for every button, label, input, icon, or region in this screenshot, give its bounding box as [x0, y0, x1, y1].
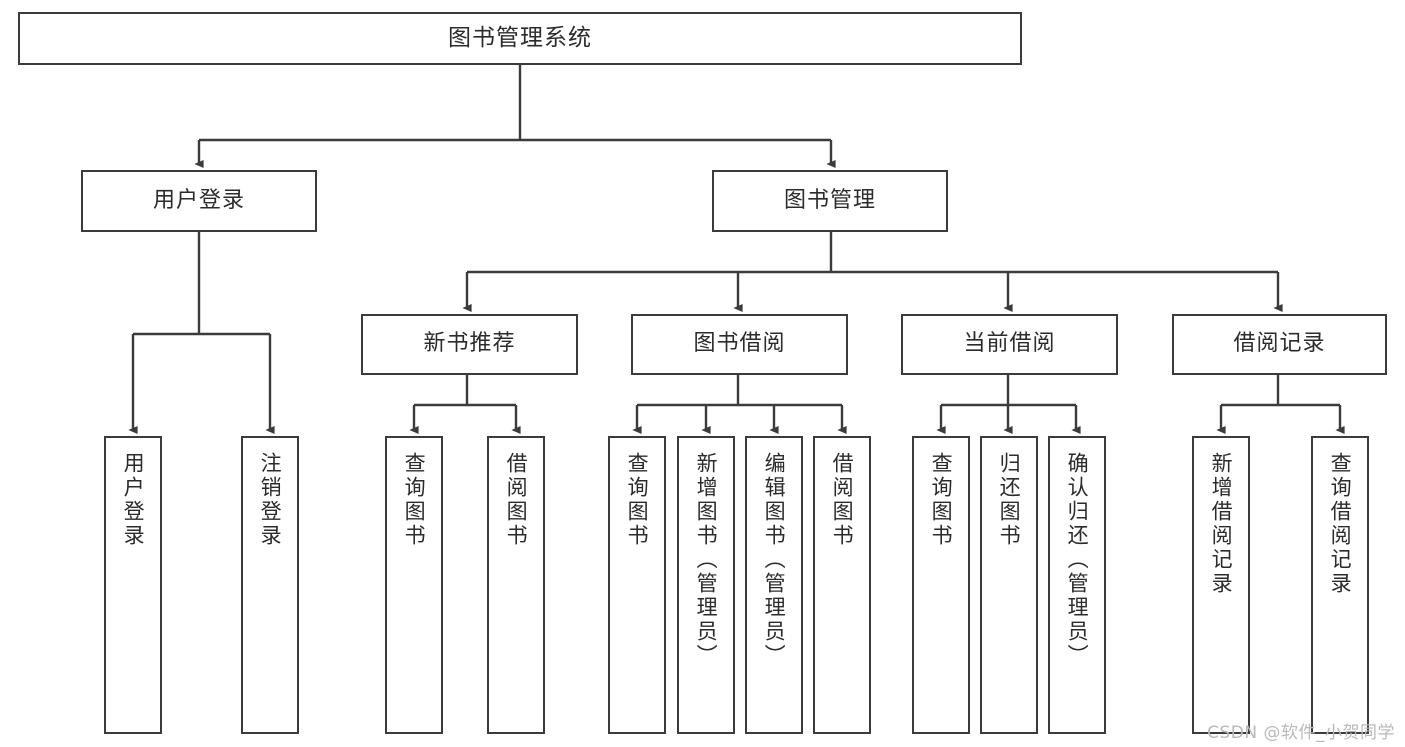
- node-borrow-record[interactable]: 借阅记录: [1172, 314, 1387, 375]
- node-label: 借阅记录: [1233, 331, 1326, 357]
- node-label: 新增图书（管理员）: [694, 452, 719, 668]
- leaf-user-login[interactable]: 用户登录: [104, 436, 162, 734]
- node-label: 当前借阅: [963, 331, 1056, 357]
- leaf-add-book-admin[interactable]: 新增图书（管理员）: [677, 436, 735, 734]
- node-label: 用户登录: [152, 187, 245, 213]
- node-book-management[interactable]: 图书管理: [712, 170, 948, 232]
- node-label: 归还图书: [997, 452, 1022, 548]
- csdn-watermark: CSDN @软件_小贺同学: [1207, 723, 1395, 743]
- node-root-system[interactable]: 图书管理系统: [18, 12, 1022, 65]
- node-label: 编辑图书（管理员）: [762, 452, 787, 668]
- node-label: 新增借阅记录: [1209, 452, 1234, 596]
- leaf-borrow-book-new[interactable]: 借阅图书: [487, 436, 545, 734]
- node-label: 注销登录: [258, 452, 283, 548]
- leaf-borrow-book[interactable]: 借阅图书: [813, 436, 871, 734]
- leaf-query-book-current[interactable]: 查询图书: [912, 436, 970, 734]
- leaf-add-borrow-record[interactable]: 新增借阅记录: [1192, 436, 1250, 734]
- leaf-query-book-new[interactable]: 查询图书: [385, 436, 443, 734]
- node-current-borrow[interactable]: 当前借阅: [901, 314, 1118, 375]
- node-label: 查询借阅记录: [1328, 452, 1353, 596]
- leaf-user-logout[interactable]: 注销登录: [241, 436, 299, 734]
- leaf-query-book-borrow[interactable]: 查询图书: [608, 436, 666, 734]
- leaf-confirm-return-admin[interactable]: 确认归还（管理员）: [1048, 436, 1106, 734]
- node-label: 图书管理系统: [448, 24, 592, 51]
- node-book-borrow[interactable]: 图书借阅: [631, 314, 848, 375]
- node-label: 借阅图书: [504, 452, 529, 548]
- node-label: 确认归还（管理员）: [1065, 452, 1090, 668]
- node-label: 借阅图书: [830, 452, 855, 548]
- node-label: 图书借阅: [693, 331, 786, 357]
- node-user-login[interactable]: 用户登录: [81, 170, 317, 232]
- leaf-query-borrow-record[interactable]: 查询借阅记录: [1311, 436, 1369, 734]
- node-label: 新书推荐: [423, 331, 516, 357]
- leaf-edit-book-admin[interactable]: 编辑图书（管理员）: [745, 436, 803, 734]
- node-label: 图书管理: [783, 187, 876, 213]
- node-label: 查询图书: [402, 452, 427, 548]
- node-label: 查询图书: [625, 452, 650, 548]
- leaf-return-book[interactable]: 归还图书: [980, 436, 1038, 734]
- node-label: 用户登录: [121, 452, 146, 548]
- node-label: 查询图书: [929, 452, 954, 548]
- node-new-book-recommend[interactable]: 新书推荐: [361, 314, 578, 375]
